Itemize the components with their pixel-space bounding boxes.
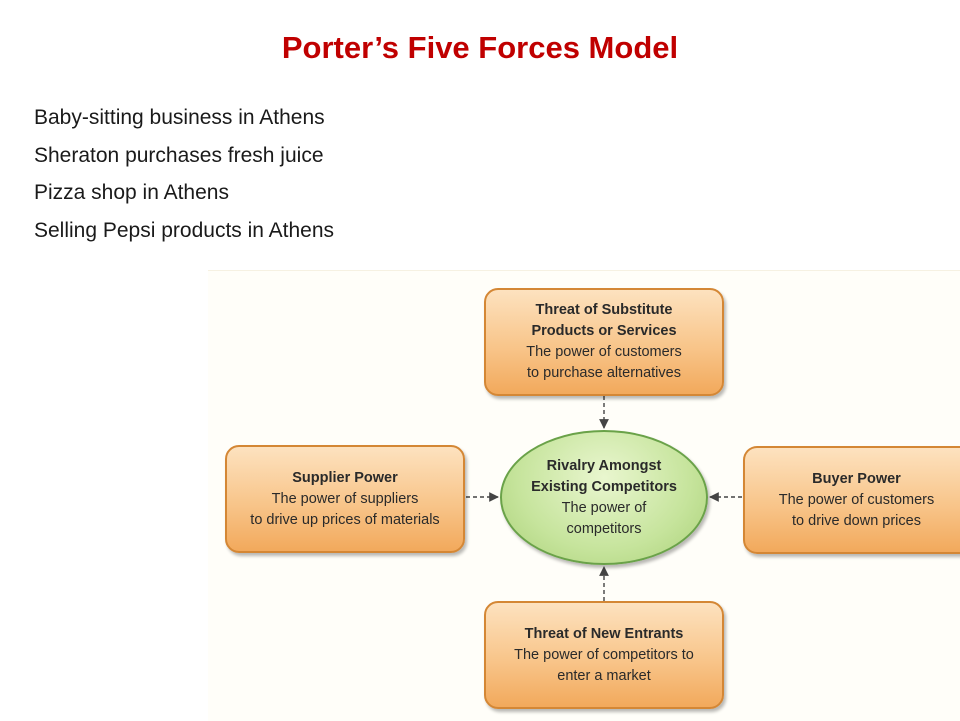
threat-of-substitutes-box: Threat of Substitute Products or Service… <box>484 288 724 396</box>
rivalry-description-line2: competitors <box>566 520 642 537</box>
supplier-power-box: Supplier Power The power of suppliers to… <box>225 445 465 553</box>
bullet-list: Baby-sitting business in Athens Sheraton… <box>34 103 334 253</box>
supplier-description-line1: The power of suppliers <box>271 490 419 507</box>
rivalry-description-line1: The power of <box>561 499 647 516</box>
new-entrants-heading: Threat of New Entrants <box>524 625 684 642</box>
new-entrants-description-line2: enter a market <box>557 667 651 684</box>
new-entrants-description-line1: The power of competitors to <box>514 646 694 663</box>
substitutes-heading-line1: Threat of Substitute <box>535 302 673 318</box>
buyer-description-line1: The power of customers <box>778 491 935 508</box>
bullet-item: Selling Pepsi products in Athens <box>34 218 335 242</box>
supplier-heading: Supplier Power <box>292 469 398 486</box>
bullet-item: Sheraton purchases fresh juice <box>34 143 324 167</box>
buyer-description-line2: to drive down prices <box>792 512 921 529</box>
bullet-item: Baby-sitting business in Athens <box>34 106 325 129</box>
buyer-heading: Buyer Power <box>812 470 901 487</box>
threat-of-new-entrants-box: Threat of New Entrants The power of comp… <box>484 601 724 709</box>
substitutes-description-line1: The power of customers <box>526 344 682 360</box>
rivalry-heading-line2: Existing Competitors <box>531 478 677 495</box>
rivalry-ellipse: Rivalry Amongst Existing Competitors The… <box>500 430 708 565</box>
substitutes-heading-line2: Products or Services <box>531 323 677 339</box>
substitutes-description-line2: to purchase alternatives <box>527 365 681 381</box>
buyer-power-box: Buyer Power The power of customers to dr… <box>743 446 960 554</box>
rivalry-heading-line1: Rivalry Amongst <box>546 457 662 474</box>
supplier-description-line2: to drive up prices of materials <box>250 511 440 528</box>
slide-title: Porter’s Five Forces Model <box>281 30 679 65</box>
bullet-item: Pizza shop in Athens <box>34 181 229 204</box>
